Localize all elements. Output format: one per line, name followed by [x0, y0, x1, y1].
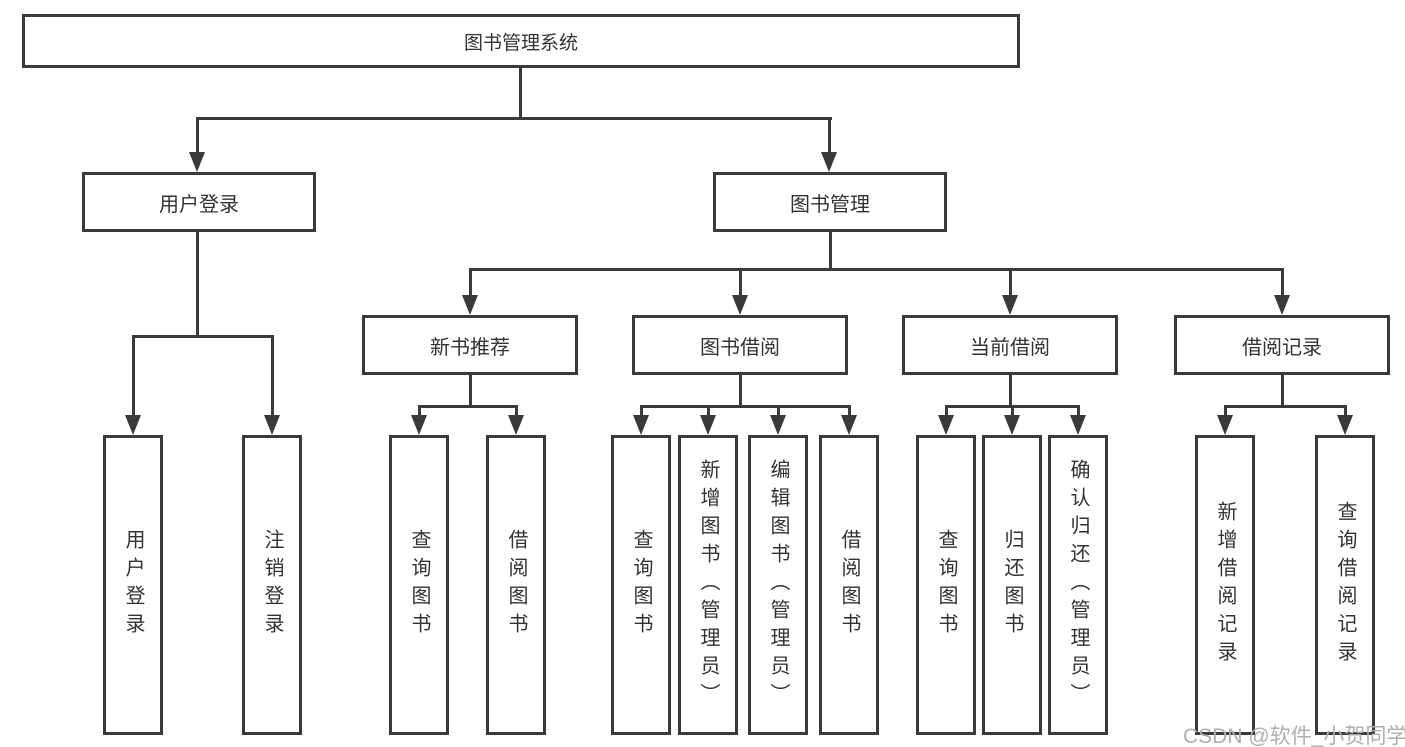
connector-line	[469, 375, 472, 408]
arrow-down-icon	[633, 415, 649, 435]
csdn-watermark: CSDN @软件_小贺同学	[1183, 725, 1405, 747]
connector-line	[829, 232, 832, 271]
node-borrowing-records: 借阅记录	[1174, 315, 1390, 375]
connector-line	[640, 405, 851, 408]
leaf-borrow-books-recommend: 借阅图书	[486, 435, 546, 735]
arrow-down-icon	[700, 415, 716, 435]
connector-line	[469, 268, 472, 298]
arrow-down-icon	[821, 152, 837, 172]
arrow-down-icon	[1274, 295, 1290, 315]
connector-line	[418, 405, 518, 408]
connector-line	[640, 405, 643, 418]
leaf-borrow-books: 借阅图书	[819, 435, 879, 735]
leaf-add-borrow-record: 新增借阅记录	[1195, 435, 1255, 735]
connector-line	[271, 335, 274, 418]
connector-line	[1344, 405, 1347, 418]
arrow-down-icon	[1217, 415, 1233, 435]
connector-line	[1224, 405, 1347, 408]
arrow-down-icon	[1337, 415, 1353, 435]
leaf-label: 编辑图书（管理员）	[767, 459, 789, 711]
leaf-user-login: 用户登录	[103, 435, 163, 735]
arrow-down-icon	[841, 415, 857, 435]
connector-line	[828, 117, 831, 154]
leaf-query-borrow-record: 查询借阅记录	[1315, 435, 1375, 735]
leaf-return-books: 归还图书	[982, 435, 1042, 735]
leaf-label: 借阅图书	[505, 529, 527, 641]
leaf-label: 查询图书	[935, 529, 957, 641]
connector-line	[519, 68, 522, 117]
leaf-label: 注销登录	[261, 529, 283, 641]
connector-line	[515, 405, 518, 418]
node-book-management: 图书管理	[713, 172, 947, 232]
connector-line	[1224, 405, 1227, 418]
leaf-label: 查询借阅记录	[1334, 501, 1356, 669]
connector-line	[1009, 375, 1012, 408]
leaf-confirm-return-admin: 确认归还（管理员）	[1048, 435, 1108, 735]
arrow-down-icon	[462, 295, 478, 315]
node-label: 新书推荐	[430, 336, 510, 359]
node-label: 当前借阅	[970, 336, 1050, 359]
arrow-down-icon	[1070, 415, 1086, 435]
arrow-down-icon	[264, 415, 280, 435]
leaf-label: 借阅图书	[838, 529, 860, 641]
connector-line	[739, 268, 742, 298]
leaf-query-books-current: 查询图书	[916, 435, 976, 735]
connector-line	[739, 375, 742, 408]
connector-line	[196, 232, 199, 338]
connector-line	[196, 117, 199, 154]
connector-line	[945, 405, 948, 418]
node-label: 借阅记录	[1242, 336, 1322, 359]
arrow-down-icon	[1004, 415, 1020, 435]
leaf-edit-books-admin: 编辑图书（管理员）	[748, 435, 808, 735]
node-label: 图书管理	[790, 193, 870, 216]
leaf-label: 查询图书	[630, 529, 652, 641]
arrow-down-icon	[411, 415, 427, 435]
leaf-query-books-recommend: 查询图书	[389, 435, 449, 735]
leaf-label: 新增图书（管理员）	[697, 459, 719, 711]
node-new-book-recommendation: 新书推荐	[362, 315, 578, 375]
arrow-down-icon	[732, 295, 748, 315]
node-label: 图书管理系统	[463, 32, 578, 54]
leaf-label: 归还图书	[1001, 529, 1023, 641]
connector-line	[196, 117, 832, 120]
node-library-management-system: 图书管理系统	[22, 14, 1020, 68]
arrow-down-icon	[125, 415, 141, 435]
connector-line	[1009, 268, 1012, 298]
connector-line	[848, 405, 851, 418]
leaf-label: 确认归还（管理员）	[1067, 459, 1089, 711]
connector-line	[1281, 268, 1284, 298]
connector-line	[777, 405, 780, 418]
leaf-label: 用户登录	[122, 529, 144, 641]
arrow-down-icon	[1002, 295, 1018, 315]
leaf-add-books-admin: 新增图书（管理员）	[678, 435, 738, 735]
leaf-label: 新增借阅记录	[1214, 501, 1236, 669]
node-label: 用户登录	[159, 193, 239, 216]
connector-line	[418, 405, 421, 418]
node-label: 图书借阅	[700, 336, 780, 359]
node-book-borrowing: 图书借阅	[632, 315, 848, 375]
connector-line	[707, 405, 710, 418]
leaf-label: 查询图书	[408, 529, 430, 641]
leaf-logout: 注销登录	[242, 435, 302, 735]
node-current-borrowing: 当前借阅	[902, 315, 1118, 375]
node-user-login: 用户登录	[82, 172, 316, 232]
leaf-query-books-borrowing: 查询图书	[611, 435, 671, 735]
connector-line	[1281, 375, 1284, 408]
connector-line	[1011, 405, 1014, 418]
connector-line	[469, 268, 1284, 271]
arrow-down-icon	[770, 415, 786, 435]
arrow-down-icon	[189, 152, 205, 172]
connector-line	[132, 335, 135, 418]
arrow-down-icon	[508, 415, 524, 435]
connector-line	[132, 335, 274, 338]
arrow-down-icon	[938, 415, 954, 435]
connector-line	[1077, 405, 1080, 418]
